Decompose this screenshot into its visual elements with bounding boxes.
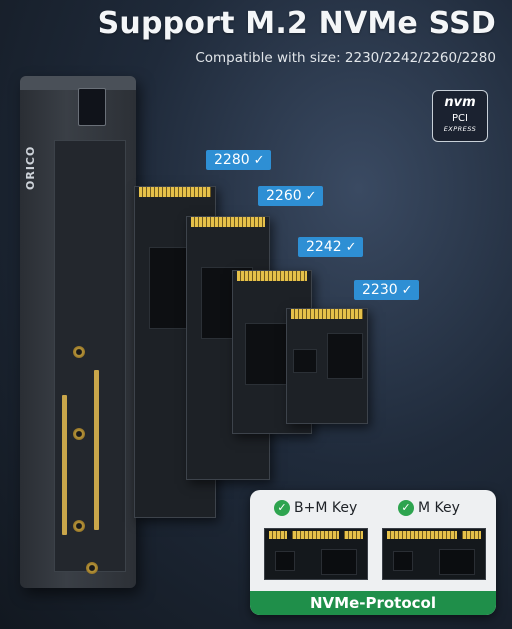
gold-rail [94,370,99,530]
key-item-bm: ✓B+M Key [274,498,357,518]
ssd-connector [139,187,211,197]
size-tag-2230: 2230✓ [354,280,419,300]
card-connector [269,531,363,539]
check-icon: ✓ [274,500,290,516]
nvme-logo-text: nvm [444,95,476,110]
mount-screw [86,562,98,574]
size-label: 2280 [214,152,250,168]
card-notch [339,529,344,539]
brand-logo: ORICO [24,145,37,190]
bm-key-card [264,528,368,580]
card-connector [387,531,481,539]
gold-rail [62,395,67,535]
card-notch [457,529,462,539]
size-tag-2280: 2280✓ [206,150,271,170]
ssd-connector [237,271,307,281]
usb-c-port [78,88,106,126]
express-logo-text: EXPRESS [443,125,477,133]
check-icon: ✓ [305,189,317,204]
page-subtitle: Compatible with size: 2230/2242/2260/228… [195,50,496,66]
card-chip [275,551,295,571]
size-tag-2242: 2242✓ [298,237,363,257]
ssd-chip [327,333,363,379]
size-label: 2260 [266,188,302,204]
protocol-bar: NVMe-Protocol [250,591,496,615]
pci-logo-text: PCI [452,113,468,124]
mount-screw [73,428,85,440]
size-label: 2230 [362,282,398,298]
check-icon: ✓ [253,153,265,168]
size-tag-2260: 2260✓ [258,186,323,206]
check-icon: ✓ [398,500,414,516]
check-icon: ✓ [401,283,413,298]
key-label: B+M Key [294,500,358,516]
m-key-card [382,528,486,580]
card-chip [393,551,413,571]
ssd-connector [191,217,265,227]
card-notch [287,529,292,539]
card-chip [439,549,475,575]
ssd-chip [293,349,317,373]
nvme-pcie-badge: nvm PCI EXPRESS [432,90,488,142]
page-title: Support M.2 NVMe SSD [97,6,496,41]
ssd-connector [291,309,363,319]
check-icon: ✓ [345,240,357,255]
mount-screw [73,346,85,358]
enclosure-top-cap [20,76,136,90]
key-item-m: ✓M Key [398,498,460,518]
mount-screw [73,520,85,532]
size-label: 2242 [306,239,342,255]
key-label: M Key [418,500,460,516]
card-chip [321,549,357,575]
key-compatibility-panel: ✓B+M Key ✓M Key NVMe-Protocol [250,490,496,615]
ssd-2230 [286,308,368,424]
